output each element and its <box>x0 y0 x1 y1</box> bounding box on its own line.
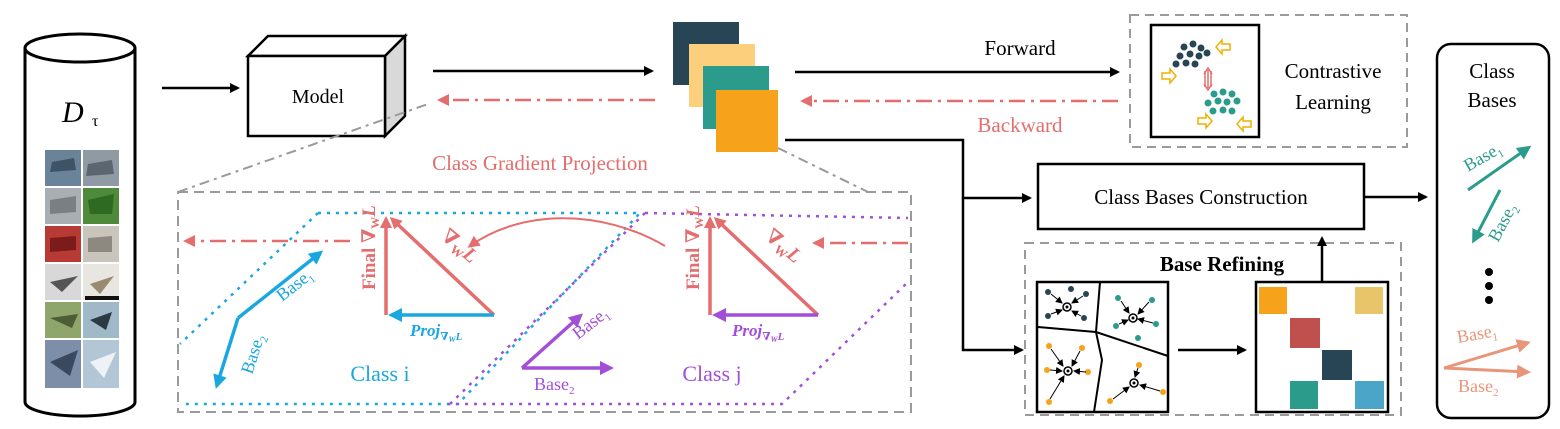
cluster-teal <box>1204 88 1241 115</box>
salmon-base2-arrow <box>1443 364 1531 379</box>
dataset-cylinder: D τ <box>23 32 137 418</box>
refining-label: Base Refining <box>1160 252 1285 276</box>
class-j-proj-label: Proj∇WL <box>731 321 785 344</box>
push-pull-arrows-icon <box>1161 37 1252 134</box>
class-j-gradient-label: ∇WL <box>760 225 806 269</box>
cluster-map <box>1035 280 1170 414</box>
contrastive-learning-panel: Contrastive Learning <box>1129 14 1408 148</box>
class-i-base2-arrow <box>213 317 240 389</box>
class-bases-construction: Class Bases Construction <box>1036 162 1366 231</box>
class-bases-panel: Class Bases Base1 Base2 Base1 Base2 <box>1435 42 1551 420</box>
class-j-base1-label: Base1 <box>568 302 614 345</box>
class-i-base1-label: Base1 <box>272 264 318 307</box>
class-i-base1-arrow <box>236 250 324 320</box>
class-j-gradient <box>713 216 820 317</box>
ellipsis-dot <box>1485 282 1493 290</box>
contrastive-label-line2: Learning <box>1295 90 1371 114</box>
class-j-label: Class j <box>682 361 741 386</box>
class-bases-line2: Bases <box>1468 88 1517 112</box>
salmon-base1-arrow <box>1443 339 1531 370</box>
class-i-proj-label: Proj∇WL <box>409 321 463 344</box>
class-j-base1-arrow <box>520 313 583 370</box>
ellipsis-dot <box>1485 296 1493 304</box>
class-j-final-label: Final ∇WL <box>683 205 706 290</box>
class-i-gradient-label: ∇WL <box>436 225 482 269</box>
teal-base1-arrow <box>1467 145 1532 192</box>
dataset-label: D <box>61 96 84 129</box>
class-i-final-label: Final ∇WL <box>359 205 382 290</box>
dataset-subscript: τ <box>92 113 99 130</box>
ellipsis-dot <box>1485 268 1493 276</box>
class-bases-line1: Class <box>1469 59 1515 83</box>
similarity-matrix <box>1254 280 1390 414</box>
salmon-base2-label: Base2 <box>1458 376 1499 399</box>
projection-title: Class Gradient Projection <box>432 151 648 175</box>
class-i-gradient <box>389 216 496 317</box>
backward-label: Backward <box>977 113 1063 137</box>
arrow-class-transfer <box>467 217 666 248</box>
dataset-thumbnails <box>45 150 119 388</box>
repel-arrow-icon <box>1203 66 1213 92</box>
arrow-to-construction <box>785 138 1032 203</box>
forward-label: Forward <box>984 36 1056 60</box>
class-j-region <box>446 211 909 406</box>
teal-base2-arrow <box>1472 189 1502 244</box>
class-j-base2-label: Base2 <box>534 374 575 397</box>
model-label: Model <box>292 86 345 108</box>
class-i-label: Class i <box>350 361 409 386</box>
contrastive-label-line1: Contrastive <box>1285 59 1382 83</box>
base-refining-panel: Base Refining <box>1024 242 1402 416</box>
feature-map-stack <box>673 22 778 152</box>
cluster-dark <box>1172 40 1211 68</box>
model-block: Model <box>244 32 409 140</box>
arrow-to-refining <box>961 198 1024 355</box>
construction-label: Class Bases Construction <box>1094 185 1308 209</box>
class-i-base2-label: Base2 <box>237 332 271 378</box>
